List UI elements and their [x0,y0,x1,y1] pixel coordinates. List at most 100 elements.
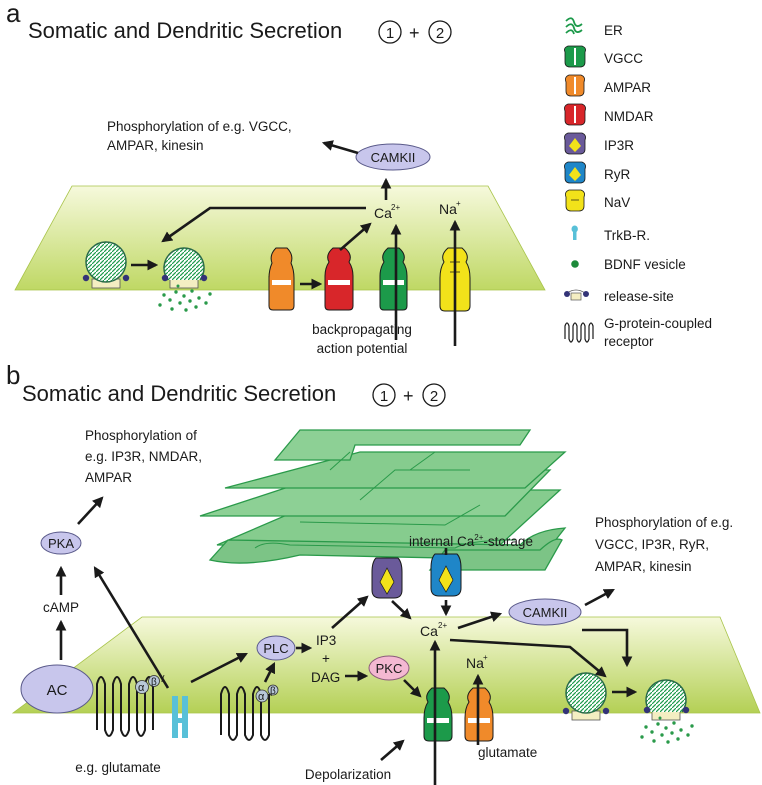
legend: ER VGCC AMPAR NMDAR IP3R RyR [564,17,712,349]
panel-b-title: Somatic and Dendritic Secretion [22,381,336,406]
svg-text:CAMKII: CAMKII [371,150,416,165]
gpcr-receptor-left: α β γ [96,672,165,737]
camkii-node-b: CAMKII [508,598,582,626]
ryr-channel [430,553,462,597]
na-label-b: Na + [466,653,488,671]
svg-text:2: 2 [436,25,444,42]
internal-storage-label: internal Ca2+-storage [409,533,533,549]
bdnf-vesicle-docked-a [82,241,130,289]
arrow-camkii-to-phospho-b [584,588,615,607]
bap-label-line1: backpropagating [312,322,412,337]
er-icon [565,17,583,35]
vgcc-channel-b [423,687,453,742]
nmdar-icon [564,103,586,126]
panel-a-ca-label: Ca 2+ [374,203,400,221]
arrow-ip3r-to-ca [391,600,412,620]
svg-text:α: α [258,691,265,703]
svg-text:PKA: PKA [48,536,74,551]
ca-label-b: Ca 2+ [420,621,447,639]
er-internal-calcium-store [199,429,567,571]
gpcr-icon [564,322,594,343]
phospho-right-line3: AMPAR, kinesin [595,559,692,574]
svg-text:PLC: PLC [263,641,288,656]
phospho-left-line3: AMPAR [85,470,132,485]
bdnf-vesicle-icon [571,260,579,268]
legend-label-bdnf: BDNF vesicle [604,257,686,272]
ac-enzyme: AC [20,664,94,714]
arrow-ca-to-camkii-b [457,611,503,630]
bdnf-vesicle-docked-b [562,672,610,721]
panel-a-letter: a [6,0,21,28]
pkc-node: PKC [368,655,410,681]
svg-text:2+: 2+ [438,621,447,630]
legend-label-vgcc: VGCC [604,51,643,66]
ryr-icon [564,161,586,184]
svg-text:+: + [483,653,488,662]
panel-a-step1-marker: 1 [378,20,402,44]
legend-label-trkb: TrkB-R. [604,228,650,243]
legend-label-ampar: AMPAR [604,80,651,95]
arrow-ca-to-vesicle-a [161,206,366,243]
arrow-nmdar-to-ca-a [339,222,372,251]
bdnf-vesicle-fusing-b [640,679,694,744]
legend-label-er: ER [604,23,623,38]
arrow-trkb-to-plc [190,652,248,684]
svg-text:Ca: Ca [374,205,392,221]
legend-label-ryr: RyR [604,167,630,182]
vgcc-icon [564,45,586,68]
panel-a-title: Somatic and Dendritic Secretion [28,18,342,43]
svg-text:2+: 2+ [391,203,400,212]
svg-text:1: 1 [386,25,394,42]
depolarization-label: Depolarization [305,767,391,782]
vgcc-channel-a [379,247,408,311]
arrow-ca-to-vesicle-b [449,638,607,678]
nav-icon [565,189,585,212]
svg-text:Na: Na [439,201,457,217]
svg-text:β: β [151,677,157,688]
panel-a-step2-marker: 2 [428,20,452,44]
svg-text:α: α [138,682,145,694]
gpcr-receptor-right: α β [220,684,279,741]
arrow-gpcr-to-plc [263,662,276,683]
ip3r-channel [371,557,403,599]
legend-label-ip3r: IP3R [604,138,634,153]
svg-text:β: β [270,686,276,697]
legend-label-release-site: release-site [604,289,674,304]
svg-text:CAMKII: CAMKII [523,605,568,620]
glutamate-right-label: glutamate [478,745,537,760]
glutamate-left-label: e.g. glutamate [75,760,161,775]
bdnf-vesicle-fusing-a [158,247,212,312]
ampar-icon [565,74,585,97]
pka-node: PKA [40,531,82,555]
ip3-dag-plus: + [322,651,330,666]
dag-label: DAG [311,670,340,685]
legend-label-nmdar: NMDAR [604,109,654,124]
legend-label-nav: NaV [604,195,630,210]
svg-text:Na: Na [466,655,484,671]
panel-a-plus: + [409,23,420,43]
panel-b-plus: + [403,386,414,406]
trkb-icon [571,225,578,240]
plc-node: PLC [256,635,296,661]
panel-b-step1-marker: 1 [372,383,396,407]
bap-label-line2: action potential [317,341,408,356]
svg-text:2: 2 [430,388,438,405]
phospho-right-line1: Phosphorylation of e.g. [595,515,733,530]
ip3r-icon [564,132,586,155]
camp-label: cAMP [43,600,79,615]
arrow-depolarization [380,739,405,761]
svg-text:AC: AC [47,682,68,699]
svg-text:+: + [456,199,461,208]
arrow-trkb-to-pka [93,566,170,689]
release-site-icon [564,289,589,301]
svg-text:Ca: Ca [420,623,438,639]
phospho-left-line1: Phosphorylation of [85,428,197,443]
arrow-camkii-to-vesicle-b [582,628,633,668]
panel-b-letter: b [6,360,20,390]
phospho-right-line2: VGCC, IP3R, RyR, [595,537,709,552]
panel-b-step2-marker: 2 [422,383,446,407]
panel-a-na-label: Na + [439,199,461,217]
legend-label-gpcr-line2: receptor [604,334,654,349]
ampar-channel-a [268,247,295,311]
